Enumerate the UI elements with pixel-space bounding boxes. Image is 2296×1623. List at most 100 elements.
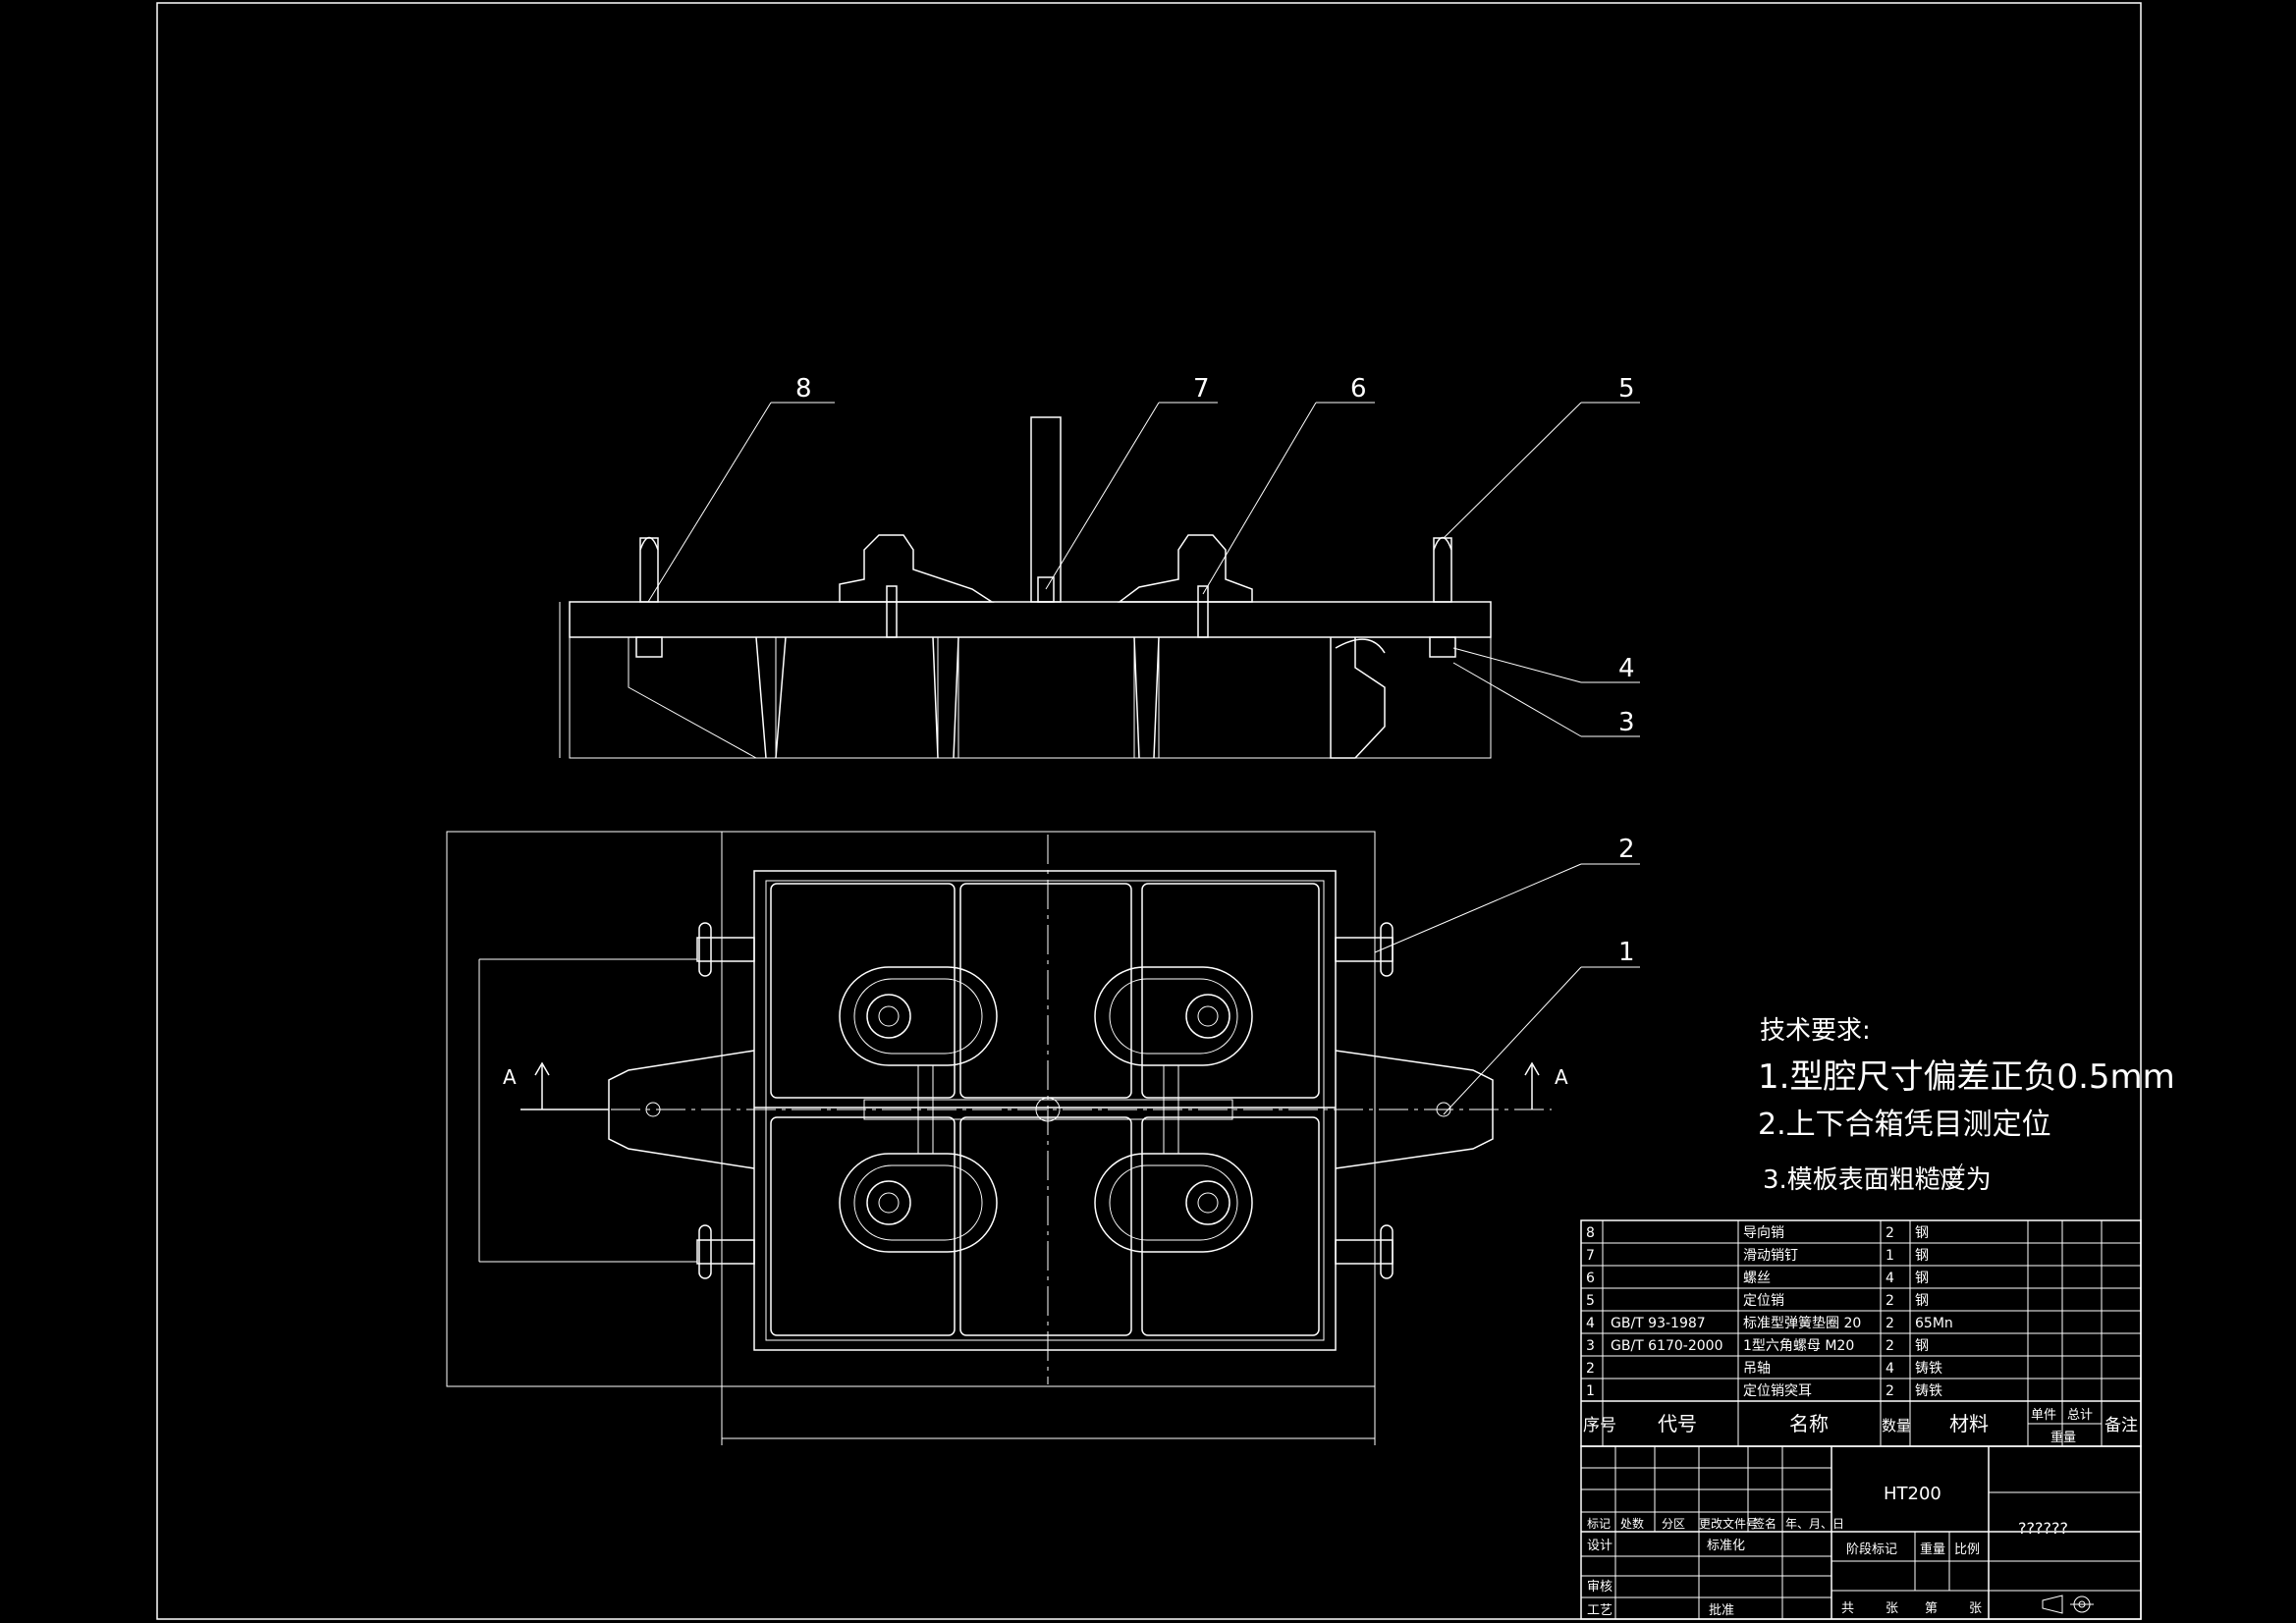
rev-label: 更改文件号 [1699, 1516, 1758, 1531]
header-total: 总计 [2067, 1408, 2093, 1423]
design-label: 设计 [1587, 1539, 1613, 1553]
header-weight: 重量 [2050, 1430, 2076, 1445]
section-mark-left: A [503, 1065, 517, 1089]
tech-req-item-3: 3.模板表面粗糙度为 [1763, 1165, 1992, 1195]
scale-label: 比例 [1954, 1542, 1980, 1557]
bosses [839, 966, 1253, 1253]
title-block: HT200 ?????? 标记 处数 分区 更改文件号 签名 年、月、日 设计 … [1580, 1445, 2142, 1620]
bom-material: 钢 [1915, 1225, 1929, 1241]
bom-name: 定位销突耳 [1743, 1383, 1812, 1399]
bom-name: 滑动销钉 [1743, 1247, 1798, 1264]
table-row: 8 导向销 2 钢 [1586, 1225, 1929, 1241]
balloon-4: 4 [1618, 654, 1635, 683]
balloon-labels: 8 7 6 5 4 3 2 1 [795, 374, 1635, 967]
bom-qty: 4 [1886, 1271, 1894, 1286]
sheet-label: 第 [1925, 1601, 1938, 1616]
bom-name: 螺丝 [1743, 1271, 1771, 1286]
bom-no: 4 [1586, 1316, 1595, 1331]
rev-label: 标记 [1587, 1517, 1611, 1531]
plan-view: A A [446, 831, 1568, 1445]
material-label: HT200 [1884, 1484, 1941, 1504]
sheet-label: 共 [1841, 1601, 1854, 1616]
header-name: 名称 [1789, 1412, 1829, 1435]
tech-req-title: 技术要求: [1760, 1016, 1871, 1046]
bom-header: 序号 代号 名称 数量 材料 单件 总计 重量 备注 [1583, 1408, 2138, 1445]
bom-table: 8 导向销 2 钢 7 滑动销钉 1 钢 6 螺丝 4 钢 5 定位销 2 [1580, 1219, 2142, 1447]
bom-material: 钢 [1915, 1248, 1929, 1264]
header-unit: 单件 [2031, 1408, 2056, 1423]
bom-qty: 2 [1886, 1383, 1894, 1399]
stage-label: 阶段标记 [1846, 1542, 1897, 1557]
tech-requirements: 技术要求: 1.型腔尺寸偏差正负0.5mm 2.上下合箱凭目测定位 3.模板表面… [1758, 1016, 2175, 1195]
sheet-count: 共 张 第 张 [1841, 1601, 1982, 1616]
bom-no: 3 [1586, 1338, 1595, 1354]
projection-symbol-icon [2042, 1595, 2094, 1614]
header-qty: 数量 [1882, 1417, 1911, 1434]
check-label: 审核 [1587, 1580, 1613, 1595]
bom-material: 65Mn [1915, 1316, 1953, 1331]
standard-label: 标准化 [1707, 1539, 1745, 1553]
bom-qty: 2 [1886, 1293, 1894, 1309]
header-code: 代号 [1658, 1412, 1697, 1435]
bom-material: 铸铁 [1915, 1361, 1942, 1377]
bom-qty: 4 [1886, 1361, 1894, 1377]
bom-no: 8 [1586, 1225, 1595, 1241]
sheet-label: 张 [1886, 1601, 1898, 1616]
table-row: 6 螺丝 4 钢 [1586, 1271, 1929, 1286]
table-row: 4 GB/T 93-1987 标准型弹簧垫圈 20 2 65Mn [1586, 1316, 1953, 1331]
tech-req-item-1: 1.型腔尺寸偏差正负0.5mm [1758, 1057, 2175, 1097]
header-material: 材料 [1949, 1412, 1989, 1435]
bom-no: 2 [1586, 1361, 1595, 1377]
balloon-leaders [647, 402, 1640, 1115]
rev-label: 年、月、日 [1785, 1517, 1844, 1531]
balloon-3: 3 [1618, 708, 1635, 737]
bom-name: 吊轴 [1743, 1361, 1771, 1377]
drawing-frame [156, 2, 2142, 1620]
bom-material: 钢 [1915, 1271, 1929, 1286]
bom-material: 铸铁 [1915, 1383, 1942, 1399]
balloon-2: 2 [1618, 835, 1635, 864]
tech-req-item-2: 2.上下合箱凭目测定位 [1758, 1108, 2051, 1142]
section-mark-right: A [1555, 1065, 1568, 1089]
bom-qty: 2 [1886, 1316, 1894, 1331]
table-row: 1 定位销突耳 2 铸铁 [1586, 1383, 1942, 1399]
bom-name: 定位销 [1743, 1293, 1784, 1309]
sheet-label: 张 [1969, 1601, 1982, 1616]
balloon-1: 1 [1618, 938, 1635, 967]
rev-label: 处数 [1620, 1516, 1644, 1531]
bom-qty: 2 [1886, 1338, 1894, 1354]
bom-no: 6 [1586, 1271, 1595, 1286]
weight-label: 重量 [1920, 1542, 1945, 1557]
balloon-6: 6 [1350, 374, 1367, 404]
section-view [559, 416, 1492, 759]
table-row: 5 定位销 2 钢 [1586, 1293, 1929, 1309]
approve-label: 批准 [1709, 1603, 1734, 1618]
bom-qty: 2 [1886, 1225, 1894, 1241]
bom-rows: 8 导向销 2 钢 7 滑动销钉 1 钢 6 螺丝 4 钢 5 定位销 2 [1586, 1225, 1953, 1399]
bom-name: 标准型弹簧垫圈 20 [1743, 1316, 1861, 1331]
process-label: 工艺 [1587, 1603, 1613, 1618]
table-row: 2 吊轴 4 铸铁 [1586, 1361, 1942, 1377]
table-row: 7 滑动销钉 1 钢 [1586, 1247, 1929, 1264]
roughness-icon [1939, 1163, 1963, 1190]
rev-label: 签名 [1753, 1516, 1777, 1531]
balloon-7: 7 [1193, 374, 1210, 404]
header-note: 备注 [2105, 1416, 2138, 1435]
section-arrows: A A [503, 1061, 1568, 1110]
bom-code: GB/T 93-1987 [1611, 1316, 1706, 1331]
bom-code: GB/T 6170-2000 [1611, 1338, 1722, 1354]
bom-no: 7 [1586, 1248, 1595, 1264]
bom-name: 导向销 [1743, 1225, 1784, 1241]
balloon-5: 5 [1618, 374, 1635, 404]
revision-labels: 标记 处数 分区 更改文件号 签名 年、月、日 [1587, 1516, 1844, 1531]
bom-qty: 1 [1886, 1248, 1894, 1264]
trunnions [696, 922, 1394, 1279]
bom-material: 钢 [1915, 1293, 1929, 1309]
bom-no: 1 [1586, 1383, 1595, 1399]
header-no: 序号 [1583, 1416, 1616, 1435]
rev-label: 分区 [1662, 1517, 1685, 1531]
bom-grid [1581, 1220, 2141, 1446]
table-row: 3 GB/T 6170-2000 1型六角螺母 M20 2 钢 [1586, 1338, 1929, 1354]
balloon-8: 8 [795, 374, 812, 404]
